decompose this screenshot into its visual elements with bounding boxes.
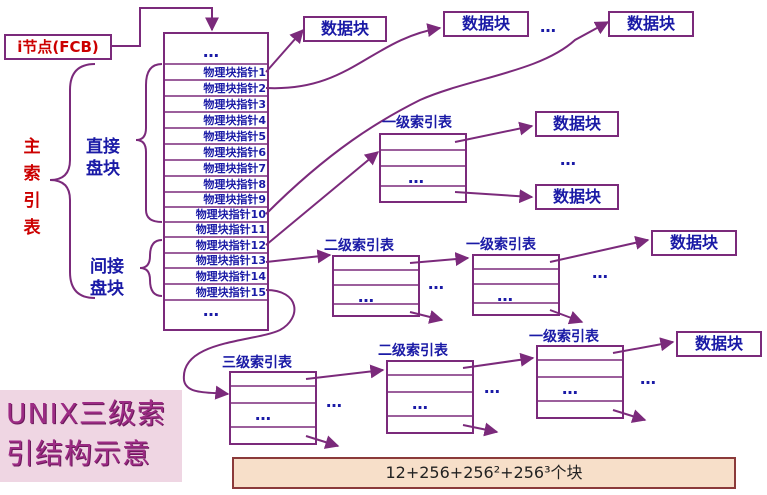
data-block: 数据块 (651, 230, 737, 256)
level3-table (229, 371, 317, 445)
ellipsis: … (560, 150, 578, 169)
pointer-label: 物理块指针14 (195, 270, 266, 283)
data-block: 数据块 (608, 11, 694, 37)
arrow-level2a-level1b (409, 252, 470, 267)
pointer-label: 物理块指针6 (203, 146, 266, 159)
pointer-label: 物理块指针1 (203, 66, 266, 79)
arrow-level2b-level1c (462, 352, 535, 369)
ellipsis: … (540, 17, 558, 36)
caption-line: 引结构示意 (6, 437, 152, 470)
arrow-level1a-top (454, 121, 534, 143)
fcb-to-inode-arrow (112, 7, 219, 47)
arrow-ptr1-datablock (265, 28, 304, 73)
main-title-char: 索 (23, 164, 41, 184)
arrow-ptr14-level3 (182, 289, 296, 400)
arrow-ptr2-datablock (265, 23, 442, 90)
main-index-title: 主 索 引 表 (22, 134, 42, 242)
ellipsis: … (326, 392, 344, 411)
arrow-level2a-out (409, 310, 444, 324)
level2-index-title: 二级索引表 (378, 343, 448, 359)
arrow-level3-out (305, 435, 340, 449)
ellipsis: … (428, 274, 446, 293)
pointer-label: 物理块指针4 (203, 114, 266, 127)
arrow-level1b-out (549, 309, 584, 325)
arrow-level1c-datablock (612, 337, 675, 354)
data-block: 数据块 (535, 184, 619, 210)
caption-box: UNIX三级索 引结构示意 (0, 390, 182, 482)
arrow-ptr12-level1 (265, 151, 380, 246)
arrow-ptr13-level2 (265, 249, 332, 264)
level1-index-title: 一级索引表 (529, 329, 599, 345)
inode-top-ellipsis: … (203, 42, 221, 61)
main-title-char: 表 (23, 218, 41, 238)
level1-index-title: 一级索引表 (466, 237, 536, 253)
indirect-brace (139, 239, 163, 297)
arrow-level1c-out (612, 409, 647, 423)
level1-index-title: 一级索引表 (382, 115, 452, 131)
fcb-label: i节点(FCB) (4, 34, 112, 60)
ellipsis: … (592, 263, 610, 282)
ellipsis: … (412, 394, 430, 413)
data-block: 数据块 (535, 111, 619, 137)
arrow-level2b-out (462, 422, 499, 437)
ellipsis: … (255, 405, 273, 424)
data-block: 数据块 (676, 331, 762, 357)
ellipsis: … (408, 168, 426, 187)
data-block: 数据块 (303, 16, 387, 42)
pointer-label: 物理块指针7 (203, 162, 266, 175)
level1-table-b (472, 254, 560, 316)
ellipsis: … (484, 378, 502, 397)
inode-row-lines (164, 63, 268, 301)
pointer-label: 物理块指针9 (203, 193, 266, 206)
ellipsis: … (562, 379, 580, 398)
arrow-level3-level2b (305, 364, 385, 380)
level1-table-c (536, 345, 624, 419)
pointer-label: 物理块指针8 (203, 178, 266, 191)
direct-brace (135, 63, 163, 223)
pointer-label: 物理块指针2 (203, 82, 266, 95)
level2-table-a (332, 255, 420, 317)
ellipsis: … (497, 286, 515, 305)
pointer-label: 物理块指针3 (203, 98, 266, 111)
indirect-blocks-label: 间接盘块 (90, 257, 124, 299)
pointer-label: 物理块指针10 (195, 208, 266, 221)
arrow-level1b-datablock (549, 235, 650, 263)
capacity-formula: 12+256+256²+256³个块 (232, 457, 736, 489)
level2-index-title: 二级索引表 (324, 238, 394, 254)
data-block: 数据块 (443, 11, 529, 37)
pointer-label: 物理块指针13 (195, 254, 266, 267)
arrow-ptr10-datablock (265, 21, 610, 215)
level3-index-title: 三级索引表 (222, 355, 292, 371)
inode-bottom-ellipsis: … (203, 301, 221, 320)
pointer-label: 物理块指针5 (203, 130, 266, 143)
pointer-label: 物理块指针12 (195, 239, 266, 252)
ellipsis: … (640, 369, 658, 388)
level2-table-b (386, 360, 474, 434)
direct-blocks-label: 直接盘块 (86, 137, 120, 179)
pointer-label: 物理块指针15 (195, 286, 266, 299)
caption-line: UNIX三级索 (6, 397, 166, 430)
ellipsis: … (358, 287, 376, 306)
arrow-level1a-bottom (454, 189, 534, 204)
level1-table-a (379, 133, 467, 203)
main-title-char: 主 (23, 137, 41, 157)
inode-table (163, 32, 269, 331)
main-brace (49, 63, 96, 299)
pointer-label: 物理块指针11 (195, 223, 266, 236)
main-title-char: 引 (23, 191, 41, 211)
